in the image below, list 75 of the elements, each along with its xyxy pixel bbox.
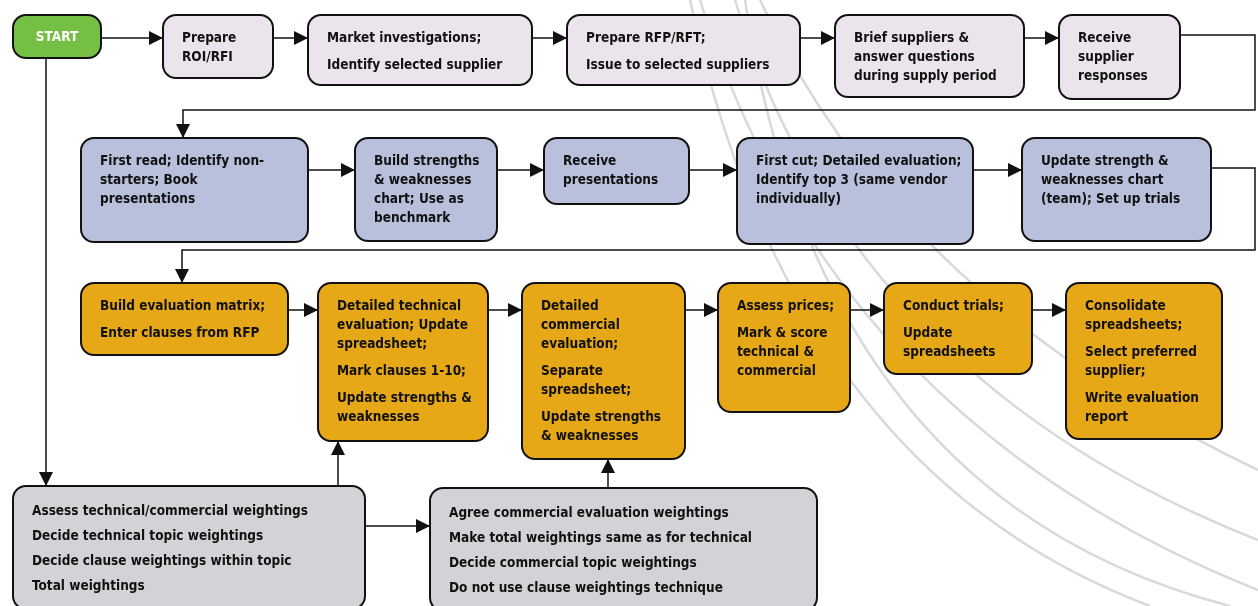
step-text: Decide commercial topic weightings (449, 553, 698, 572)
step-text: Mark & score technical & commercial (737, 323, 829, 380)
step-text: Brief suppliers & answer questions during supply period (854, 28, 998, 85)
arrow (308, 163, 355, 177)
process-box (883, 282, 1033, 375)
arrow (689, 163, 737, 177)
process-box (566, 14, 801, 86)
step-text: Receive supplier responses (1078, 28, 1149, 85)
step-text: Agree commercial evaluation weightings (449, 503, 730, 522)
arrow (685, 303, 718, 317)
step-text: Enter clauses from RFP (100, 323, 261, 342)
process-box (1065, 282, 1223, 440)
process-box (1058, 14, 1181, 100)
arrow (497, 163, 544, 177)
step-text: Write evaluation report (1085, 388, 1200, 426)
step-text: Build strengths & weaknesses chart; Use as benchmark (374, 151, 481, 227)
weighting-box (12, 485, 366, 606)
step-text: Detailed commercial evaluation; (541, 296, 621, 353)
step-text: Consolidate spreadsheets; (1085, 296, 1184, 334)
arrow (365, 519, 430, 533)
step-text: First cut; Detailed evaluation; Identify top 3 (same vendor individually) (756, 151, 962, 208)
start-label: START (35, 27, 79, 46)
step-text: Prepare ROI/RFI (182, 28, 238, 66)
start-terminal (12, 14, 102, 59)
step-text: Receive presentations (563, 151, 660, 189)
process-box (317, 282, 489, 442)
arrow (973, 163, 1022, 177)
step-text: Issue to selected suppliers (586, 55, 771, 74)
process-box (80, 282, 289, 356)
arrow (39, 58, 53, 486)
step-text: Make total weightings same as for technical (449, 528, 754, 547)
process-box (717, 282, 851, 413)
arrow (532, 31, 567, 45)
process-box (834, 14, 1025, 98)
step-text: Separate spreadsheet; (541, 361, 633, 399)
step-text: Mark clauses 1-10; (337, 361, 467, 380)
arrow (273, 31, 308, 45)
step-text: Build evaluation matrix; (100, 296, 267, 315)
step-text: First read; Identify non-starters; Book presentations (100, 151, 266, 208)
arrow (331, 441, 345, 486)
process-box (162, 14, 274, 79)
arrow (288, 303, 318, 317)
arrow (1024, 31, 1059, 45)
step-text: Update strengths & weaknesses (541, 407, 663, 445)
arrow (601, 459, 615, 488)
step-text: Assess technical/commercial weightings (32, 501, 309, 520)
step-text: Market investigations; (327, 28, 483, 47)
arrow (850, 303, 884, 317)
step-text: Prepare RFP/RFT; (586, 28, 707, 47)
arrow (800, 31, 835, 45)
process-box (80, 137, 309, 243)
step-text: Do not use clause weightings technique (449, 578, 724, 597)
process-box (543, 137, 690, 205)
process-box (521, 282, 686, 460)
step-text: Assess prices; (737, 296, 836, 315)
step-text: Decide clause weightings within topic (32, 551, 293, 570)
arrow (1032, 303, 1066, 317)
step-text: Total weightings (32, 576, 146, 595)
arrow (101, 31, 163, 45)
process-box (736, 137, 974, 245)
process-box (1021, 137, 1212, 242)
step-text: Decide technical topic weightings (32, 526, 265, 545)
step-text: Conduct trials; (903, 296, 1005, 315)
step-text: Update strengths & weaknesses (337, 388, 473, 426)
step-text: Update spreadsheets (903, 323, 997, 361)
step-text: Update strength & weaknesses chart (team); Set up trials (1041, 151, 1182, 208)
process-box (307, 14, 533, 86)
arrow (176, 34, 1256, 138)
step-text: Identify selected supplier (327, 55, 504, 74)
weighting-box (429, 487, 818, 606)
step-text: Select preferred supplier; (1085, 342, 1198, 380)
step-text: Detailed technical evaluation; Update spreadsheet; (337, 296, 469, 353)
arrow (175, 167, 1256, 283)
process-box (354, 137, 498, 242)
arrow (488, 303, 522, 317)
